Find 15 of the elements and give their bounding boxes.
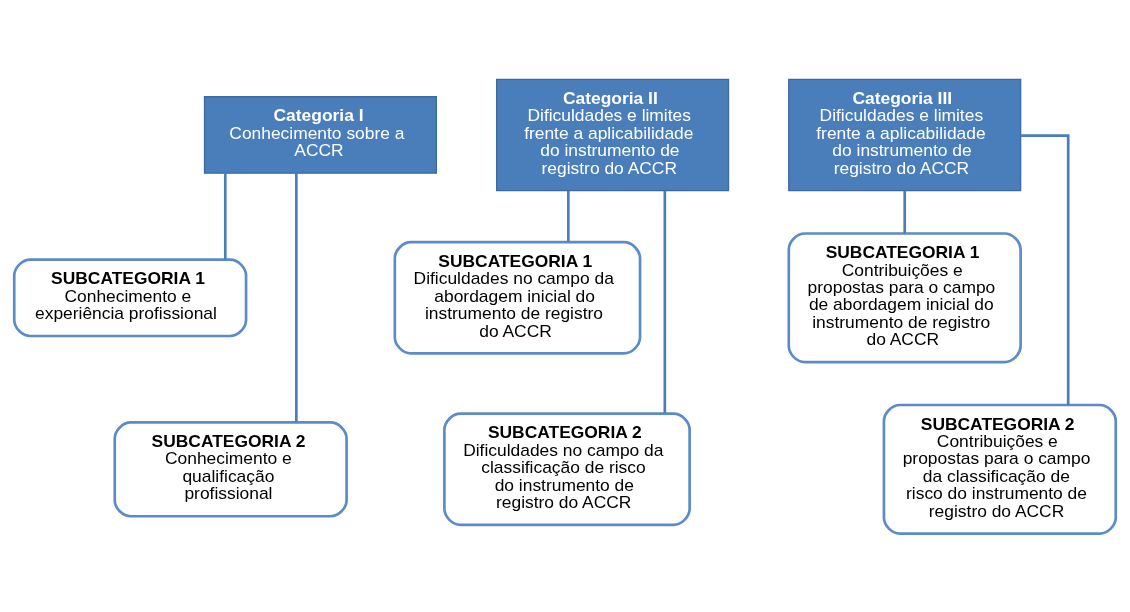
node-box: SUBCATEGORIA 1 Dificuldades no campo da abordagem inicial do instrumento de registro do ACCR	[393, 240, 642, 355]
connector	[567, 190, 570, 242]
connector	[295, 172, 298, 422]
node-box: SUBCATEGORIA 1 Conhecimento e experiência profissional	[12, 257, 248, 337]
connector	[1020, 133, 1070, 405]
node-box: SUBCATEGORIA 2 Dificuldades no campo da classificação de risco do instrumento de registro do ACCR	[443, 411, 691, 526]
connector	[903, 190, 907, 233]
node-box: Categoria I Conhecimento sobre a ACCR	[203, 95, 438, 174]
node-box: Categoria III Dificuldades e limites frente a aplicabilidade do instrumento de registro do ACCR	[788, 78, 1022, 191]
connector	[663, 190, 667, 413]
node-box: SUBCATEGORIA 1 Contribuições e propostas para o campo de abordagem inicial do instrumento de registro do ACCR	[787, 231, 1022, 363]
node-box: SUBCATEGORIA 2 Contribuições e propostas para o campo da classificação de risco do instrumento de registro do ACCR	[882, 403, 1118, 535]
node-box: Categoria II Dificuldades e limites frente a aplicabilidade do instrumento de registro do ACCR	[496, 78, 730, 191]
connector	[223, 173, 227, 259]
node-box: SUBCATEGORIA 2 Conhecimento e qualificação profissional	[113, 420, 348, 518]
